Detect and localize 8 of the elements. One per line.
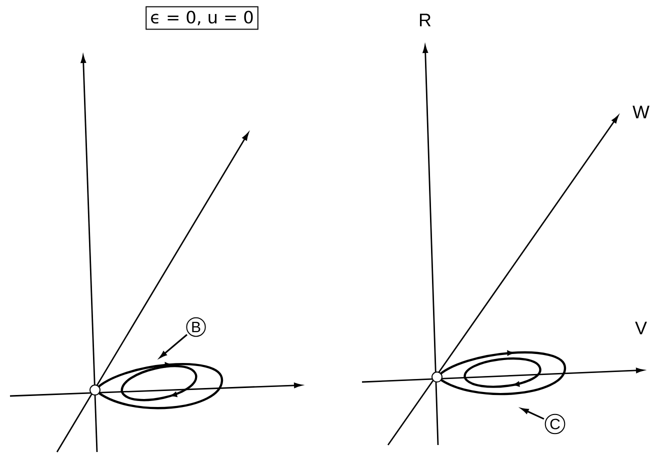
leader-arrow — [160, 334, 188, 358]
callout-letter: B — [186, 317, 206, 337]
axis-label: W — [632, 106, 650, 118]
axis-label: R — [420, 14, 431, 26]
condition-box: ϵ = 0, u = 0 — [146, 6, 258, 30]
callout-letter: C — [544, 414, 566, 434]
axis-label: V — [635, 322, 647, 334]
leader-arrow — [521, 408, 544, 420]
